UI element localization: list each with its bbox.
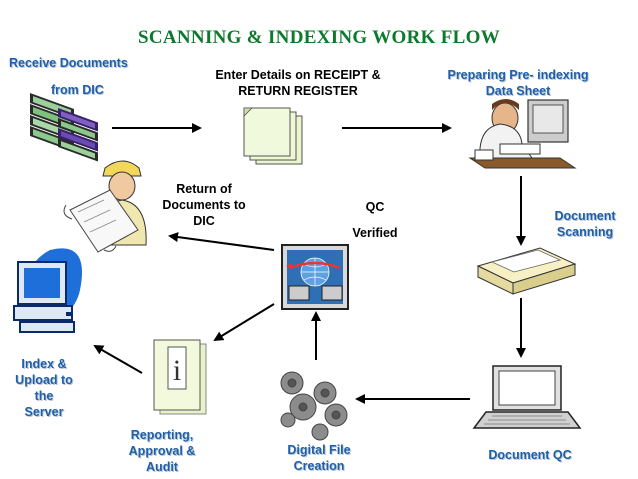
laptop-icon <box>472 365 582 429</box>
qc-verified-icon <box>281 244 349 310</box>
info-document-icon: i <box>153 339 207 415</box>
label-digital-file-creation: Digital File Creation <box>287 443 351 473</box>
label-document-scanning: Document Scanning <box>554 209 616 239</box>
register-pages-icon <box>243 107 303 165</box>
svg-text:i: i <box>173 354 181 387</box>
label-enter-details: Enter Details on RECEIPT & RETURN REGIST… <box>215 68 381 98</box>
scanner-icon <box>476 247 577 295</box>
arrow-qcverified-to-return <box>168 232 275 251</box>
diagram-title: SCANNING & INDEXING WORK FLOW <box>138 27 500 48</box>
label-reporting-approval-audit: Reporting, Approval & Audit <box>128 428 196 474</box>
server-computer-icon <box>13 248 82 333</box>
label-qc-verified: QC Verified <box>352 200 398 240</box>
label-document-qc: Document QC <box>488 448 572 462</box>
label-preparing-preindexing: Preparing Pre- indexing Data Sheet <box>447 68 589 98</box>
books-icon <box>30 93 98 162</box>
label-receive-documents: Receive Documents from DIC <box>9 56 128 97</box>
label-index-upload-server: Index & Upload to the Server <box>15 357 73 419</box>
label-return-documents: Return of Documents to DIC <box>162 182 246 228</box>
arrow-qcverified-to-report <box>213 303 275 342</box>
gears-icon <box>280 371 348 441</box>
worker-with-blueprint-icon <box>63 160 147 253</box>
person-at-desk-icon <box>468 99 577 169</box>
arrow-report-to-index <box>93 345 143 374</box>
